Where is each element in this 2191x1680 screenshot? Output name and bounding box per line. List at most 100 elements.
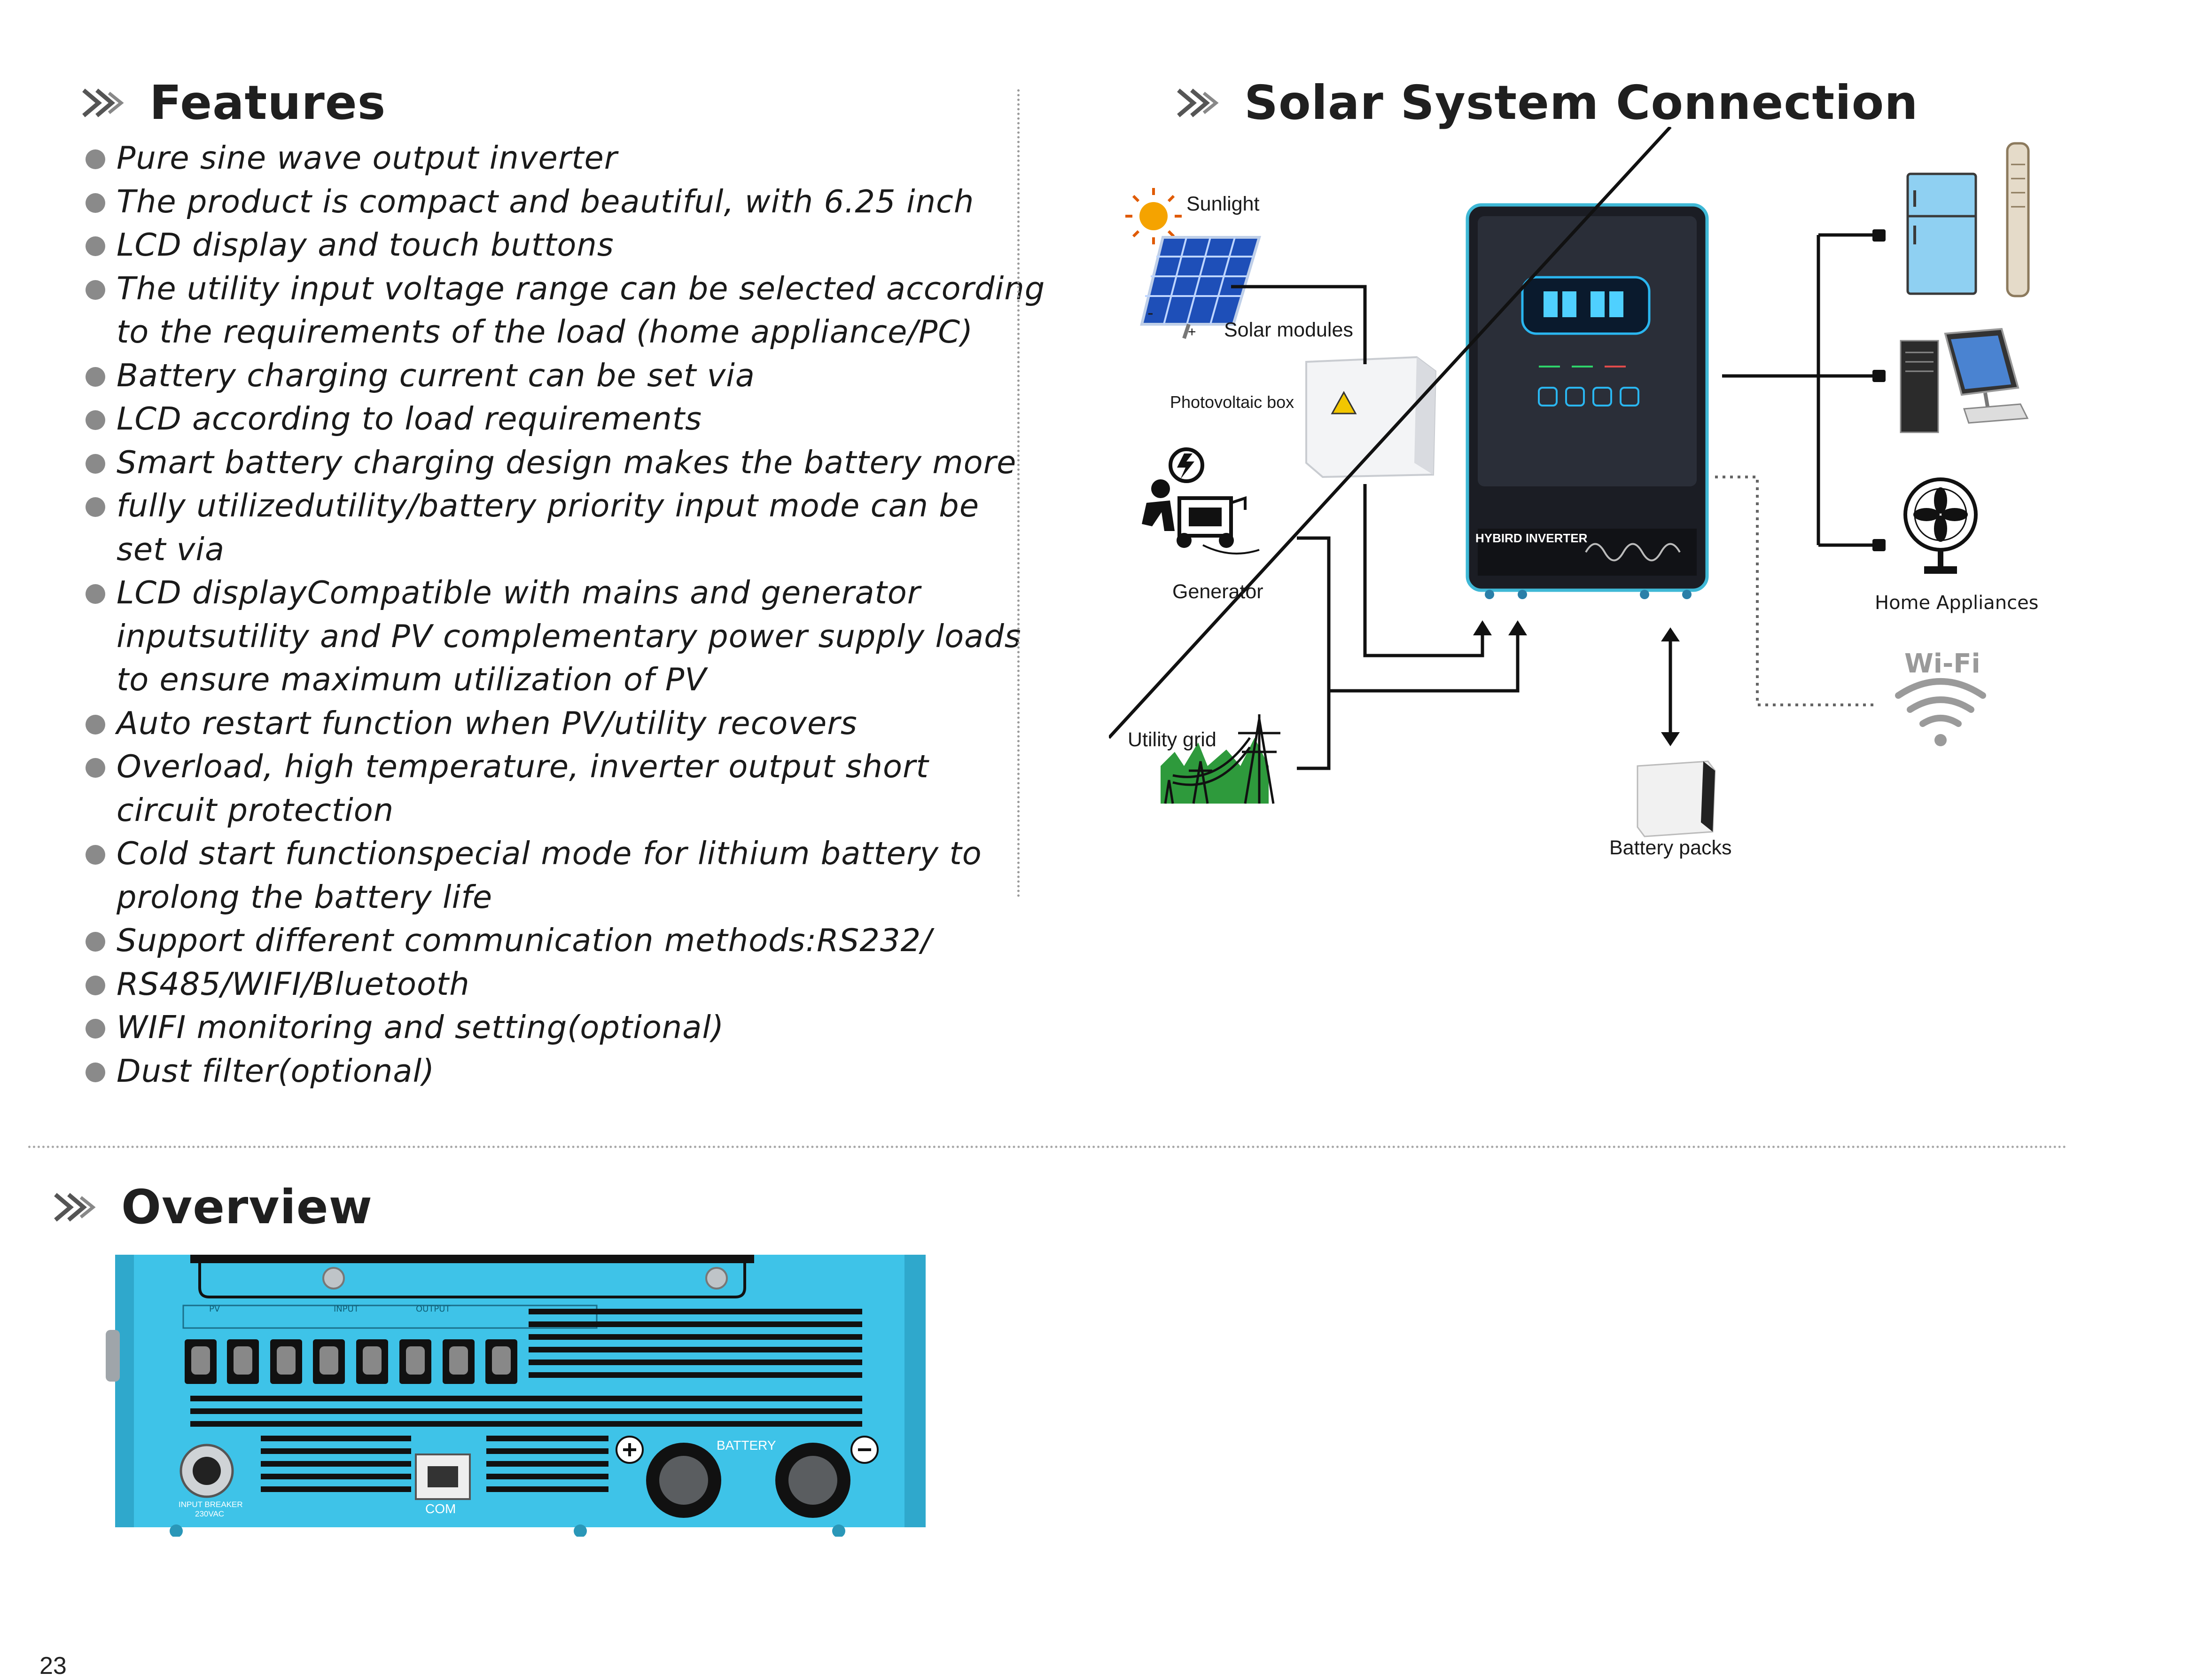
feature-line: Battery charging current can be set via bbox=[117, 357, 755, 394]
sun-icon bbox=[1125, 188, 1182, 244]
bullet-dot-icon bbox=[86, 758, 105, 778]
solar-connection-diagram: Sunlight - + Solar modules Photovoltaic … bbox=[1109, 127, 2086, 879]
feature-item: Auto restart function when PV/utility re… bbox=[80, 702, 1015, 745]
bullet-dot-icon bbox=[86, 149, 105, 169]
wifi-icon bbox=[1895, 678, 1986, 727]
bullet-dot-icon bbox=[86, 714, 105, 735]
label-panel-minus: - bbox=[1147, 303, 1154, 323]
label-output: OUTPUT bbox=[416, 1304, 451, 1314]
bullet-dot-icon bbox=[86, 584, 105, 604]
wifi-dot bbox=[1934, 734, 1947, 746]
feature-line: set via bbox=[117, 531, 225, 568]
utility-grid-icon bbox=[1161, 714, 1280, 804]
bullet-dot-icon bbox=[86, 410, 105, 430]
hybrid-inverter-icon bbox=[1466, 203, 1709, 599]
feature-item: Cold start functionspecial mode for lith… bbox=[80, 832, 1015, 919]
bullet-dot-icon bbox=[86, 932, 105, 952]
solar-heading: Solar System Connection bbox=[1175, 75, 1918, 130]
feature-item: Pure sine wave output inverter bbox=[80, 136, 1015, 180]
arrowheads bbox=[1473, 620, 1680, 746]
feature-item: Overload, high temperature, inverter out… bbox=[80, 745, 1015, 832]
fan-icon bbox=[1903, 477, 1978, 574]
feature-item: Support different communication methods:… bbox=[80, 919, 1015, 962]
feature-item: LCD displayCompatible with mains and gen… bbox=[80, 571, 1021, 702]
feature-line: Cold start functionspecial mode for lith… bbox=[117, 835, 982, 872]
feature-item: The product is compact and beautiful, wi… bbox=[80, 180, 1015, 224]
label-com: COM bbox=[425, 1501, 456, 1516]
bullet-dot-icon bbox=[86, 497, 105, 517]
label-input: INPUT bbox=[334, 1304, 359, 1314]
label-generator: Generator bbox=[1172, 580, 1263, 603]
label-pv: PV bbox=[209, 1304, 220, 1314]
label-inverter-brand: HYBIRD INVERTER bbox=[1475, 531, 1588, 545]
inverter-bottom-panel: PV INPUT OUTPUT BATTERY COM INPUT BREAKE… bbox=[106, 1250, 933, 1537]
feature-line: circuit protection bbox=[117, 791, 394, 828]
feature-line: LCD according to load requirements bbox=[117, 400, 702, 437]
inverter-bottom-graphic bbox=[106, 1255, 926, 1537]
feature-line: Overload, high temperature, inverter out… bbox=[117, 748, 929, 785]
feature-item: The utility input voltage range can be s… bbox=[80, 267, 1045, 354]
feature-line: LCD displayCompatible with mains and gen… bbox=[117, 574, 921, 611]
feature-text: Overload, high temperature, inverter out… bbox=[117, 745, 1015, 832]
feature-line: LCD display and touch buttons bbox=[117, 227, 614, 263]
vertical-divider bbox=[1017, 89, 1020, 898]
bullet-dot-icon bbox=[86, 193, 105, 213]
label-utility-grid: Utility grid bbox=[1128, 728, 1216, 751]
horizontal-divider bbox=[28, 1146, 2067, 1148]
feature-text: LCD display and touch buttons bbox=[117, 223, 1015, 267]
bullet-dot-icon bbox=[86, 280, 105, 300]
diagram-graphics bbox=[1109, 127, 2030, 837]
feature-line: prolong the battery life bbox=[117, 878, 493, 915]
connection-lines bbox=[1109, 127, 1875, 770]
overview-heading: Overview bbox=[52, 1180, 373, 1235]
feature-text: Battery charging current can be set via bbox=[117, 354, 1015, 398]
feature-line: to the requirements of the load (home ap… bbox=[117, 313, 974, 350]
feature-line: Pure sine wave output inverter bbox=[117, 140, 618, 176]
bullet-dot-icon bbox=[86, 1062, 105, 1082]
feature-text: The utility input voltage range can be s… bbox=[117, 267, 1045, 354]
label-photovoltaic-box: Photovoltaic box bbox=[1170, 392, 1294, 412]
label-battery: BATTERY bbox=[717, 1438, 776, 1453]
feature-item: Dust filter(optional) bbox=[80, 1049, 1015, 1093]
feature-text: The product is compact and beautiful, wi… bbox=[117, 180, 1015, 224]
wifi-dotted-link bbox=[1715, 476, 1877, 706]
feature-text: Dust filter(optional) bbox=[117, 1049, 1015, 1093]
air-conditioner-icon bbox=[2006, 142, 2030, 297]
feature-line: inputsutility and PV complementary power… bbox=[117, 617, 1021, 655]
solar-panel-icon bbox=[1140, 236, 1262, 339]
battery-pack-icon bbox=[1637, 760, 1716, 837]
feature-item: WIFI monitoring and setting(optional) bbox=[80, 1006, 1015, 1049]
generator-icon bbox=[1142, 447, 1260, 555]
feature-line: Dust filter(optional) bbox=[117, 1052, 435, 1089]
bullet-dot-icon bbox=[86, 1019, 105, 1039]
feature-line: Auto restart function when PV/utility re… bbox=[117, 704, 858, 742]
label-wifi: Wi-Fi bbox=[1904, 649, 1980, 679]
feature-line: to ensure maximum utilization of PV bbox=[117, 661, 707, 698]
feature-line: Support different communication methods:… bbox=[117, 922, 932, 959]
features-heading: Features bbox=[80, 75, 386, 130]
fridge-icon bbox=[1906, 172, 1977, 295]
label-battery-packs: Battery packs bbox=[1609, 836, 1732, 859]
feature-line: WIFI monitoring and setting(optional) bbox=[117, 1009, 725, 1046]
feature-line: Smart battery charging design makes the … bbox=[117, 444, 1017, 481]
page-number: 23 bbox=[39, 1652, 67, 1680]
bullet-dot-icon bbox=[86, 236, 105, 256]
feature-text: RS485/WIFI/Bluetooth bbox=[117, 962, 1015, 1006]
feature-text: fully utilizedutility/battery priority i… bbox=[117, 484, 1015, 571]
feature-item: fully utilizedutility/battery priority i… bbox=[80, 484, 1015, 571]
feature-text: Cold start functionspecial mode for lith… bbox=[117, 832, 1015, 919]
feature-item: Battery charging current can be set via bbox=[80, 354, 1015, 398]
bullet-dot-icon bbox=[86, 975, 105, 995]
feature-text: WIFI monitoring and setting(optional) bbox=[117, 1006, 1015, 1049]
label-solar-modules: Solar modules bbox=[1224, 319, 1353, 341]
feature-text: Support different communication methods:… bbox=[117, 919, 1015, 962]
feature-item: LCD display and touch buttons bbox=[80, 223, 1015, 267]
overview-title: Overview bbox=[121, 1180, 373, 1235]
double-chevron-icon bbox=[1177, 88, 1219, 117]
feature-item: Smart battery charging design makes the … bbox=[80, 441, 1017, 484]
label-panel-plus: + bbox=[1188, 324, 1196, 340]
label-sunlight: Sunlight bbox=[1186, 193, 1260, 215]
plug-icons bbox=[1872, 229, 1886, 551]
label-breaker-rating: 230VAC bbox=[195, 1509, 225, 1518]
